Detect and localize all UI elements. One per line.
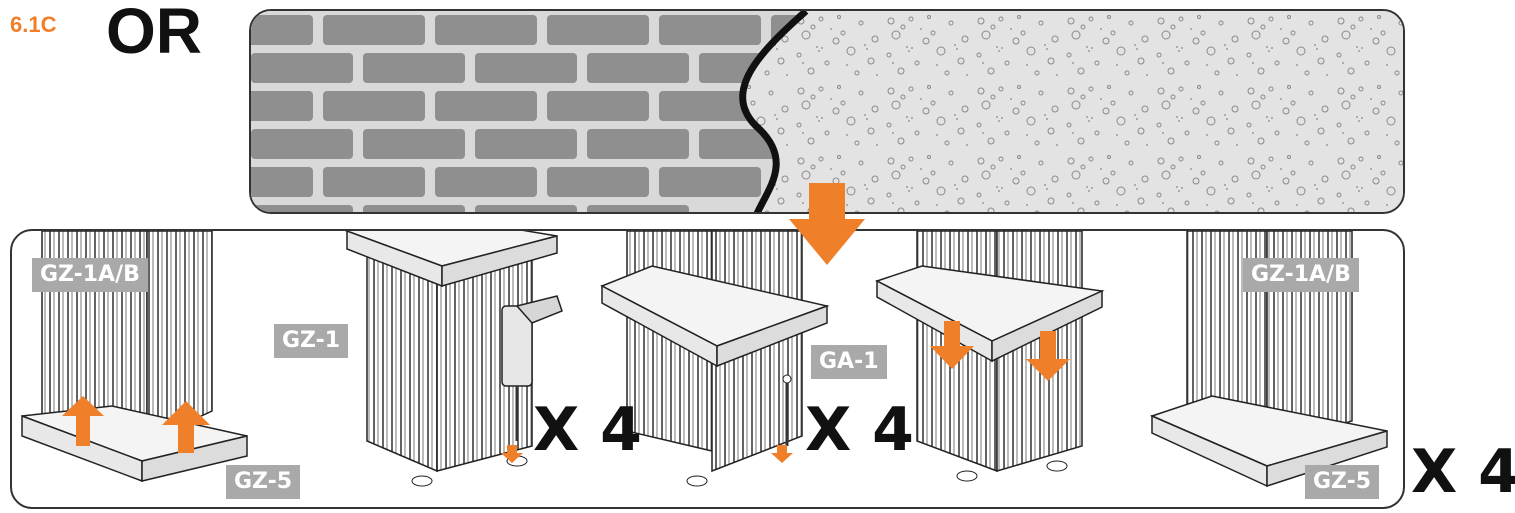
label-post-right-base: GZ-5 bbox=[1305, 465, 1379, 499]
quantity-1: X 4 bbox=[533, 400, 642, 460]
label-anchor: GA-1 bbox=[811, 345, 887, 379]
alternative-label: OR bbox=[106, 0, 202, 68]
scene-illustration bbox=[12, 231, 1405, 509]
installation-scene-panel bbox=[10, 229, 1405, 509]
arrow-down-icon bbox=[787, 183, 867, 267]
label-post-left-base: GZ-5 bbox=[226, 465, 300, 499]
quantity-3: X 4 bbox=[1411, 442, 1515, 502]
arrow-down-icon bbox=[771, 445, 793, 463]
label-post-2: GZ-1 bbox=[274, 324, 348, 358]
label-post-left-top: GZ-1A/B bbox=[32, 258, 148, 292]
label-post-right-top: GZ-1A/B bbox=[1243, 258, 1359, 292]
step-number: 6.1C bbox=[10, 12, 56, 38]
quantity-2: X 4 bbox=[805, 400, 914, 460]
base-trim-1 bbox=[22, 406, 247, 481]
